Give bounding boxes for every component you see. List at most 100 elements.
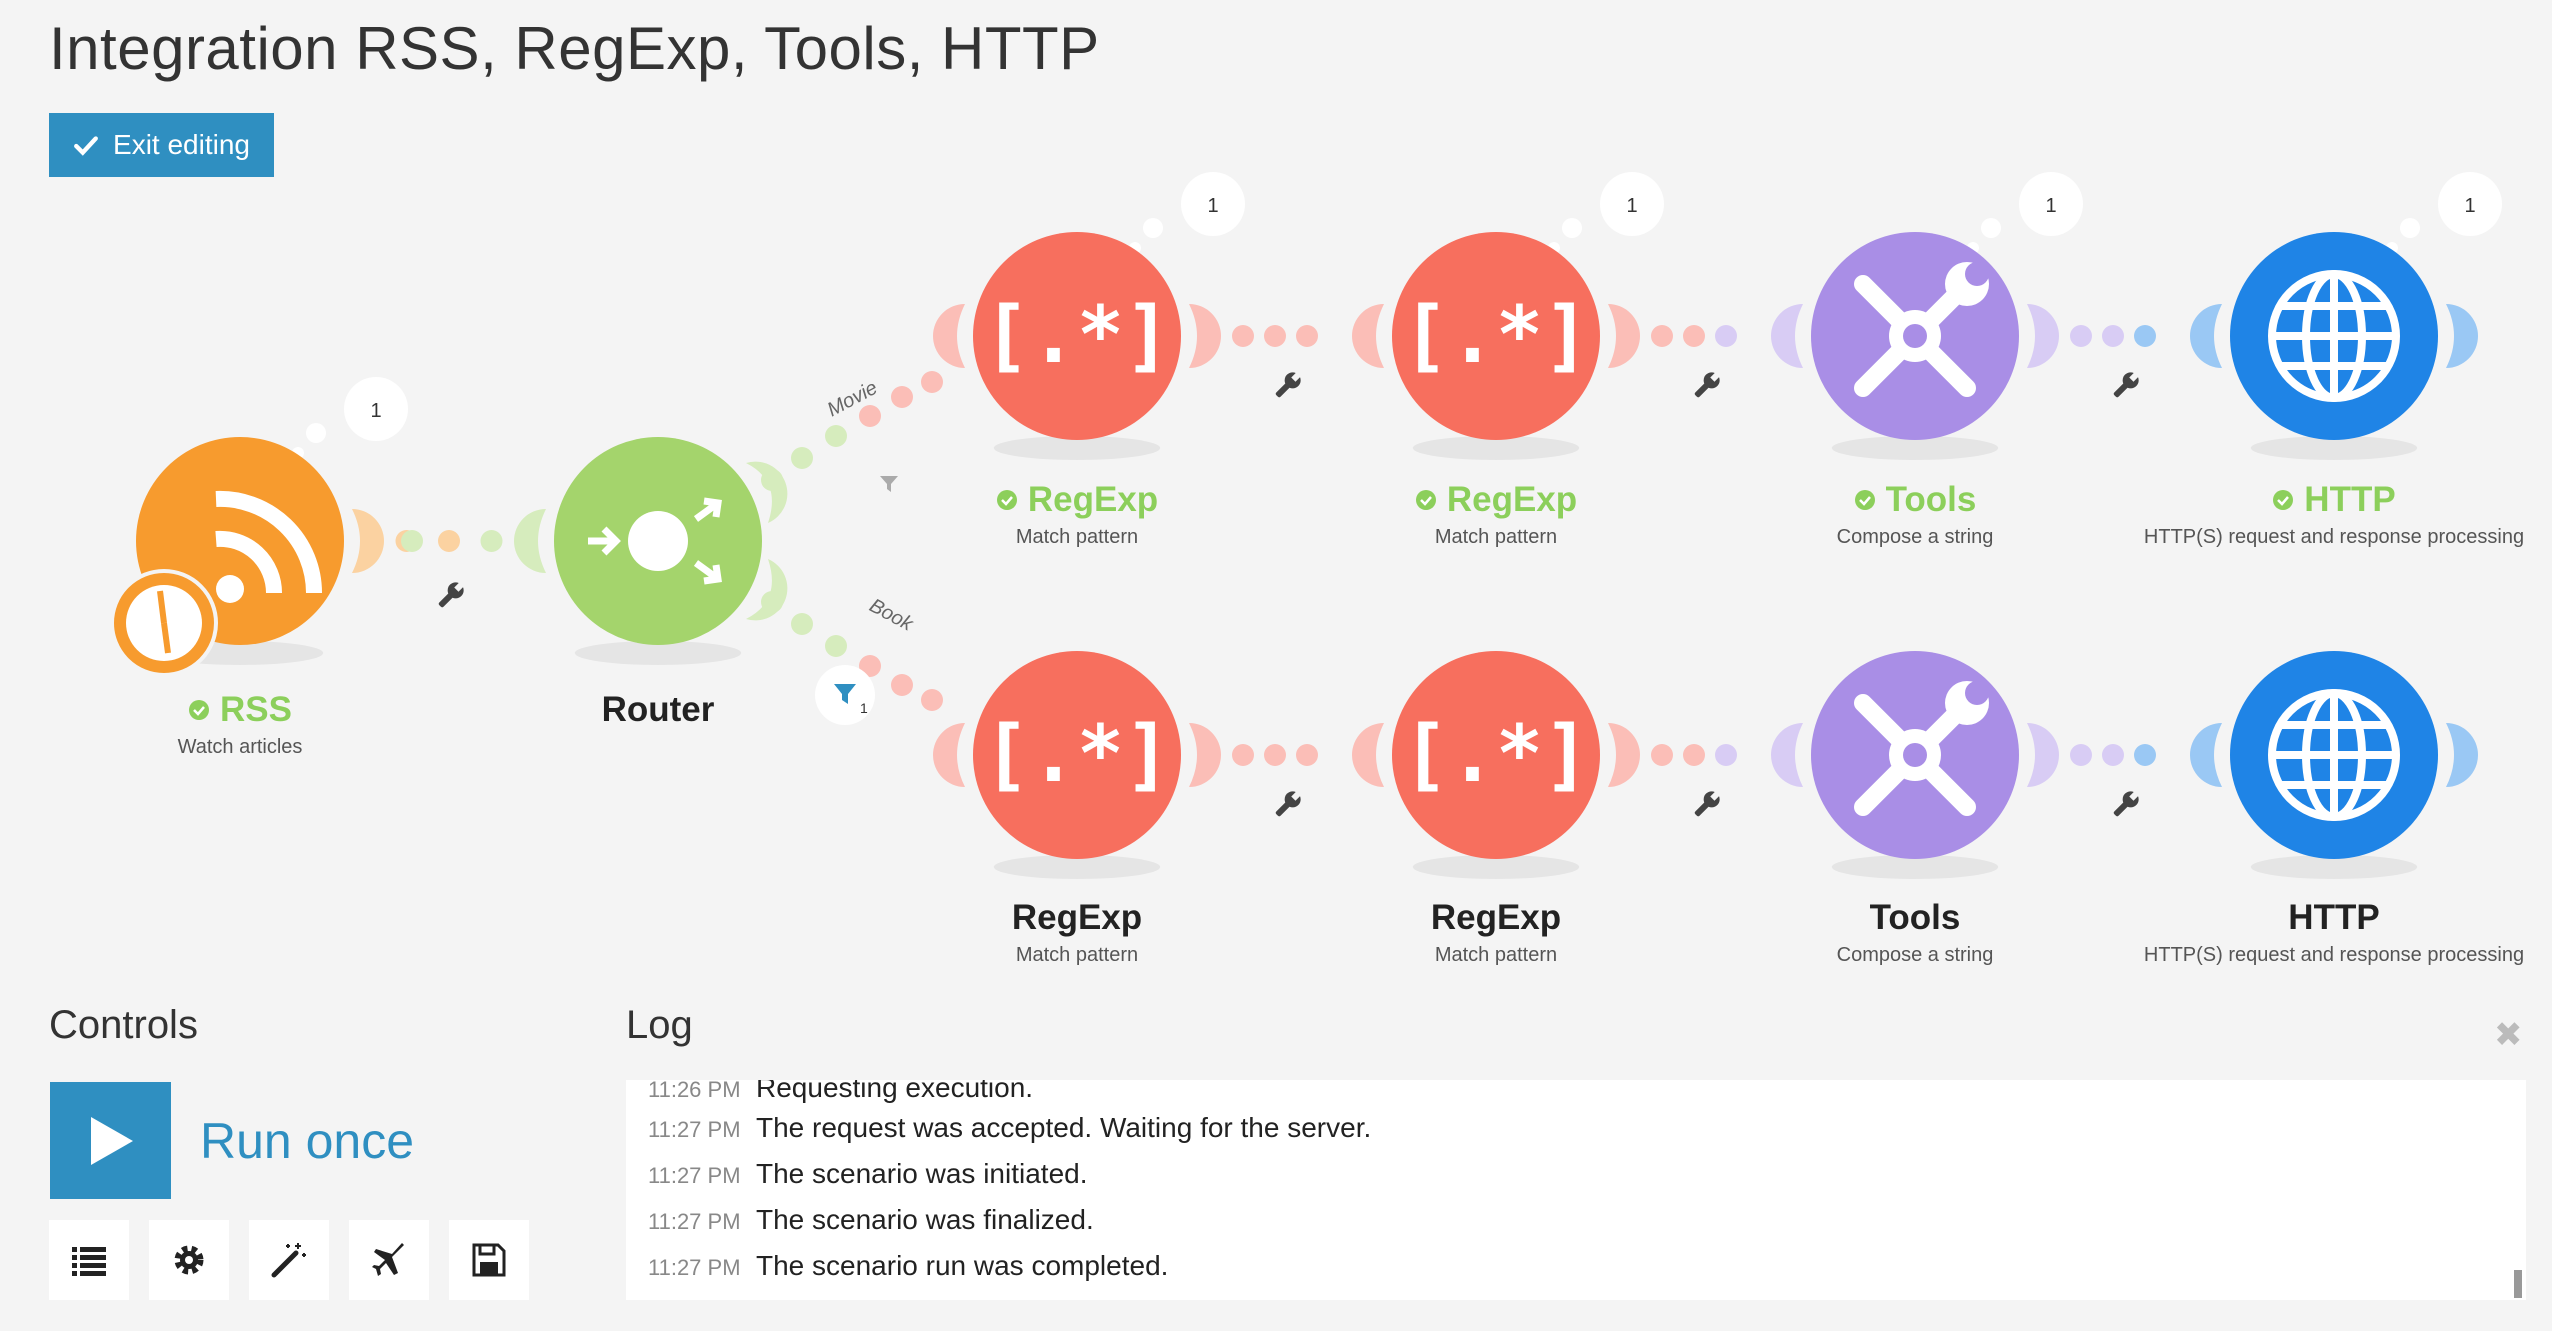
close-log-icon[interactable]: ✖ xyxy=(2494,1016,2523,1054)
wrench-jaw xyxy=(2129,790,2140,801)
module-shadow xyxy=(993,855,1161,879)
save-button[interactable] xyxy=(449,1220,529,1300)
output-port[interactable] xyxy=(2446,723,2478,787)
operations-bubble[interactable] xyxy=(1181,172,1245,236)
run-once-button[interactable] xyxy=(50,1082,171,1199)
module-name: RegExp xyxy=(1446,480,1578,519)
auto-align-button[interactable] xyxy=(249,1220,329,1300)
module-shadow xyxy=(993,436,1161,460)
arrow-icon xyxy=(588,526,621,556)
wrench-icon[interactable] xyxy=(1271,787,1305,821)
input-port[interactable] xyxy=(1771,304,1803,368)
operations-bubble[interactable] xyxy=(2019,172,2083,236)
input-port[interactable] xyxy=(1771,723,1803,787)
checkmark-icon xyxy=(74,136,98,156)
log-time: 11:27 PM xyxy=(648,1255,741,1280)
output-port[interactable] xyxy=(352,509,384,573)
log-time: 11:27 PM xyxy=(648,1209,741,1234)
module-label-router: Router xyxy=(448,690,868,730)
output-port[interactable] xyxy=(1189,304,1221,368)
scenario-list-button[interactable] xyxy=(49,1220,129,1300)
settings-button[interactable] xyxy=(149,1220,229,1300)
filter-count: 1 xyxy=(860,700,868,716)
regexp-module[interactable] xyxy=(1392,232,1600,440)
wrench-icon[interactable] xyxy=(1690,787,1724,821)
connection-dot xyxy=(1683,325,1705,347)
regexp-module[interactable] xyxy=(973,651,1181,859)
module-label-tools-2: Tools Compose a string xyxy=(1705,898,2125,967)
regexp-module[interactable] xyxy=(973,232,1181,440)
connection-dot xyxy=(761,469,783,491)
module-name: RegExp xyxy=(1027,480,1159,519)
log-text: Requesting execution. xyxy=(756,1080,1034,1103)
module-desc: Match pattern xyxy=(1434,944,1558,966)
connection-dot xyxy=(825,425,847,447)
operations-count: 1 xyxy=(370,400,381,422)
wrench-icon[interactable] xyxy=(2109,368,2143,402)
connection-dot xyxy=(1651,325,1673,347)
output-port[interactable] xyxy=(2027,304,2059,368)
wrench-jaw xyxy=(1710,371,1721,382)
clock-hand xyxy=(157,590,167,624)
input-port[interactable] xyxy=(2190,723,2222,787)
input-port[interactable] xyxy=(1352,723,1384,787)
regexp-module[interactable] xyxy=(1392,651,1600,859)
magic-wand-icon xyxy=(271,1243,306,1278)
gear-icon xyxy=(174,1245,204,1275)
connection-dot xyxy=(891,386,913,408)
log-text: The scenario was initiated. xyxy=(756,1158,1088,1189)
check-circle-icon xyxy=(2273,490,2294,510)
output-port[interactable] xyxy=(2027,723,2059,787)
tools-icon xyxy=(1854,681,1989,816)
log-scrollbar[interactable] xyxy=(2514,1270,2522,1298)
module-name: HTTP xyxy=(2304,480,2396,519)
output-port[interactable] xyxy=(1189,723,1221,787)
module-shadow xyxy=(2250,855,2418,879)
input-port[interactable] xyxy=(2190,304,2222,368)
airplane-icon xyxy=(372,1243,404,1276)
regexp-icon: [.*] xyxy=(1402,291,1590,381)
run-once-label[interactable]: Run once xyxy=(200,1113,415,1169)
tools-icon xyxy=(1854,262,1989,397)
filter-icon[interactable] xyxy=(880,476,898,492)
output-port[interactable] xyxy=(1608,723,1640,787)
router-hub xyxy=(628,511,688,571)
wrench-icon[interactable] xyxy=(434,578,468,612)
module-shadow xyxy=(1412,855,1580,879)
output-port[interactable] xyxy=(2446,304,2478,368)
operations-bubble[interactable] xyxy=(344,377,408,441)
wrench-icon[interactable] xyxy=(1690,368,1724,402)
input-port[interactable] xyxy=(514,509,546,573)
arrow-icon xyxy=(693,560,722,585)
module-shadow xyxy=(1831,436,1999,460)
filter-icon xyxy=(834,684,856,704)
connection-dot xyxy=(1264,325,1286,347)
list-icon xyxy=(72,1247,106,1276)
input-port[interactable] xyxy=(1352,304,1384,368)
input-port[interactable] xyxy=(933,304,965,368)
connection-dot xyxy=(791,447,813,469)
wrench-icon[interactable] xyxy=(1271,368,1305,402)
exit-editing-button[interactable]: Exit editing xyxy=(49,113,274,177)
wrench-jaw xyxy=(2129,371,2140,382)
operations-bubble[interactable] xyxy=(1600,172,1664,236)
log-text: The scenario was finalized. xyxy=(756,1204,1094,1235)
connection-dot xyxy=(2134,744,2156,766)
output-port[interactable] xyxy=(1608,304,1640,368)
operations-bubble[interactable] xyxy=(2438,172,2502,236)
module-desc: HTTP(S) request and response processing xyxy=(2143,526,2525,548)
input-port[interactable] xyxy=(933,723,965,787)
module-label-regexp-4: RegExp Match pattern xyxy=(1286,898,1706,967)
log-title: Log xyxy=(626,1003,693,1047)
globe-icon xyxy=(2268,689,2400,821)
operations-count: 1 xyxy=(1207,195,1218,217)
operations-count: 1 xyxy=(1626,195,1637,217)
explain-flow-button[interactable] xyxy=(349,1220,429,1300)
connection-dot xyxy=(1715,325,1737,347)
wrench-jaw xyxy=(1291,790,1302,801)
rss-dot xyxy=(216,575,244,603)
wrench-icon[interactable] xyxy=(2109,787,2143,821)
